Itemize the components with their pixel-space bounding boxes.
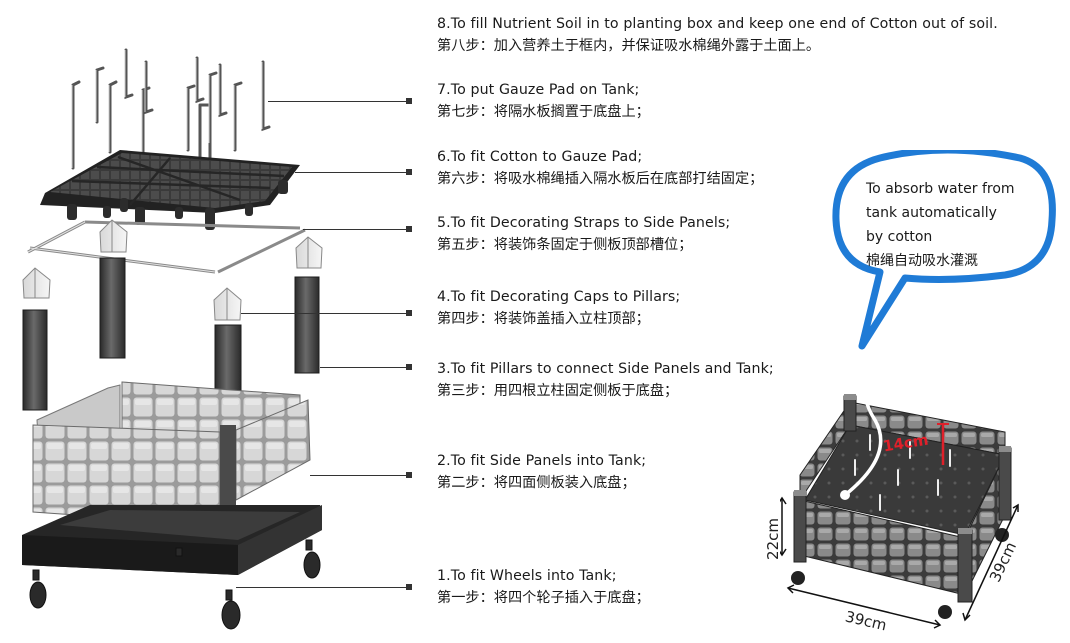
step-7-zh: 第七步：将隔水板搁置于底盘上；	[437, 104, 650, 120]
step-6: 6.To fit Cotton to Gauze Pad; 第六步：将吸水棉绳插…	[437, 146, 763, 190]
step-7: 7.To put Gauze Pad on Tank; 第七步：将隔水板搁置于底…	[437, 79, 650, 123]
step-4-en: 4.To fit Decorating Caps to Pillars;	[437, 289, 681, 305]
step-4-zh: 第四步：将装饰盖插入立柱顶部；	[437, 311, 650, 327]
leader-step-2	[310, 472, 412, 478]
bubble-text: To absorb water from tank automatically …	[866, 177, 1046, 273]
gauze-pad	[40, 150, 300, 230]
height-label: 22cm	[763, 518, 782, 560]
decorating-caps	[22, 219, 323, 321]
bubble-line-3: by cotton	[866, 229, 933, 245]
leader-step-6	[295, 169, 412, 175]
step-5-en: 5.To fit Decorating Straps to Side Panel…	[437, 215, 731, 231]
step-3-zh: 第三步：用四根立柱固定侧板于底盘；	[437, 383, 679, 399]
step-1-zh: 第一步：将四个轮子插入于底盘；	[437, 590, 650, 606]
step-6-en: 6.To fit Cotton to Gauze Pad;	[437, 149, 643, 165]
speech-bubble	[832, 150, 1056, 350]
step-8-en: 8.To fill Nutrient Soil in to planting b…	[437, 16, 998, 32]
step-1: 1.To fit Wheels into Tank; 第一步：将四个轮子插入于底…	[437, 565, 650, 609]
side-panels	[32, 381, 311, 526]
wheels	[29, 539, 321, 630]
step-1-en: 1.To fit Wheels into Tank;	[437, 568, 617, 584]
step-2-en: 2.To fit Side Panels into Tank;	[437, 453, 647, 469]
step-5-zh: 第五步：将装饰条固定于侧板顶部槽位；	[437, 237, 693, 253]
step-8-zh: 第八步：加入营养土于框内，并保证吸水棉绳外露于土面上。	[437, 38, 821, 54]
leader-step-5	[303, 226, 412, 232]
assembled-planter-illustration	[780, 350, 1019, 629]
step-4: 4.To fit Decorating Caps to Pillars; 第四步…	[437, 286, 680, 330]
leader-step-4	[241, 310, 412, 316]
leader-step-7	[268, 98, 412, 104]
bubble-line-1: To absorb water from	[866, 181, 1015, 197]
cotton-wicks	[71, 48, 271, 170]
step-7-en: 7.To put Gauze Pad on Tank;	[437, 82, 640, 98]
pillars	[22, 257, 320, 434]
leader-step-1	[236, 584, 412, 590]
decorating-straps	[27, 220, 306, 274]
step-8: 8.To fill Nutrient Soil in to planting b…	[437, 13, 998, 57]
exploded-view-illustration	[22, 48, 323, 630]
step-2: 2.To fit Side Panels into Tank; 第二步：将四面侧…	[437, 450, 646, 494]
step-3-en: 3.To fit Pillars to connect Side Panels …	[437, 361, 774, 377]
step-6-zh: 第六步：将吸水棉绳插入隔水板后在底部打结固定；	[437, 171, 764, 187]
tank	[22, 505, 322, 575]
step-2-zh: 第二步：将四面侧板装入底盘；	[437, 475, 636, 491]
step-3: 3.To fit Pillars to connect Side Panels …	[437, 358, 774, 402]
bubble-line-4: 棉绳自动吸水灌溉	[866, 253, 978, 269]
step-5: 5.To fit Decorating Straps to Side Panel…	[437, 212, 730, 256]
bubble-line-2: tank automatically	[866, 205, 997, 221]
leader-step-3	[320, 364, 412, 370]
